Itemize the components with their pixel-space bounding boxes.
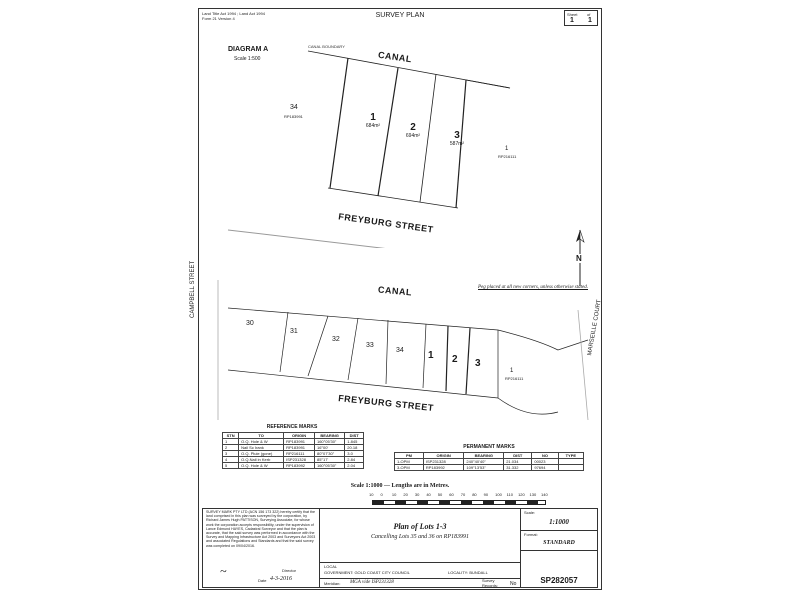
certificate-panel: SURVEY MARK PTY LTD (ACN 156 173 322) he… [202, 508, 320, 588]
certificate-date: 4-3-2016 [270, 576, 292, 582]
locality-lot-34: 34 [396, 347, 404, 354]
plan-cancelling: Cancelling Lots 35 and 36 on RP183991 [371, 534, 469, 540]
plan-format: STANDARD [543, 540, 575, 546]
survey-plan-sheet [198, 8, 602, 590]
scale-tick-label: 40 [426, 492, 431, 497]
legislation-note: Land Title Act 1994 ; Land Act 1994 Form… [202, 11, 265, 21]
campbell-street-label: CAMPBELL STREET [190, 260, 196, 318]
neighbour-lot: 34 [290, 104, 298, 111]
scale-tick-label: 70 [460, 492, 466, 497]
scale-tick-label: 20 [403, 492, 408, 497]
locality-lot-30: 30 [246, 320, 254, 327]
plan-info: Plan of Lots 1-3 Cancelling Lots 35 and … [322, 522, 518, 540]
north-label: N [576, 254, 582, 263]
locality-plan-drawing [217, 280, 589, 421]
survey-records-label: Survey Records: [482, 578, 499, 588]
scale-tick-label: 80 [472, 492, 477, 497]
plan-info-divider [320, 562, 520, 563]
reference-marks-title: REFERENCE MARKS [266, 424, 318, 430]
locality-lot-33: 33 [366, 342, 374, 349]
locality-lot-2: 2 [452, 354, 458, 365]
scale-divider [521, 530, 597, 531]
diagram-lot-3: 3 587m² [449, 130, 465, 147]
scale-tick-label: 140 [541, 492, 548, 497]
locality-right-plan: RP216111 [505, 376, 524, 381]
locality-lot-1: 1 [428, 350, 434, 361]
meridian: MGA vide ISP231328 [350, 580, 394, 585]
local-label: LOCAL [324, 564, 338, 569]
neighbour-plan: RP183991 [284, 114, 303, 119]
director-label: Director [282, 568, 297, 573]
locality-lot-32: 32 [332, 336, 340, 343]
certificate-text: SURVEY MARK PTY LTD (ACN 156 173 322) he… [206, 510, 316, 548]
diagram-lot-2: 2 694m² [405, 122, 421, 139]
survey-records: No [510, 581, 517, 587]
locality-lot-31: 31 [290, 328, 298, 335]
scale-tick-label: 90 [483, 492, 489, 497]
title-block [202, 508, 598, 588]
plan-number-panel: Scale: 1:1000 Format: STANDARD SP282057 [520, 508, 598, 588]
format-divider [521, 550, 597, 551]
plan-number: SP282057 [540, 576, 578, 585]
locality: LOCALITY: BUNDALL [448, 570, 488, 575]
meridian-divider [320, 578, 520, 579]
permanent-marks-title: PERMANENT MARKS [463, 444, 515, 450]
scale-tick-label: 120 [518, 492, 525, 497]
sheet-number-box: Sheet of 1 1 [564, 10, 598, 26]
government: GOVERNMENT: GOLD COAST CITY COUNCIL [324, 570, 410, 575]
diagram-lot-1: 1 684m² [365, 112, 381, 129]
plan-title: SURVEY PLAN [375, 12, 425, 19]
scale-tick-label: 0 [380, 492, 383, 497]
date-label: Date [258, 578, 267, 583]
scale-tick-label: 130 [529, 492, 537, 497]
scale-tick-label: 110 [506, 492, 513, 497]
diagram-title: DIAGRAM A [228, 46, 269, 53]
right-plan: RP216111 [498, 154, 517, 159]
locality-lot-3: 3 [475, 358, 481, 369]
meridian-label: Meridian: [324, 581, 341, 586]
scale-label: Scale 1:1000 — Lengths are in Metres. [350, 483, 450, 489]
plan-lots-title: Plan of Lots 1-3 [393, 522, 447, 531]
scale-bar-graphic [372, 500, 546, 505]
scale-tick-label: 60 [449, 492, 454, 497]
right-lot: 1 [505, 146, 509, 152]
sheet-total: 1 [588, 17, 592, 24]
scale-tick-label: 30 [414, 492, 420, 497]
scale-tick-label: 10 [391, 492, 397, 497]
scale-tick-label: 50 [437, 492, 443, 497]
diagram-a-drawing: CANAL BOUNDARY [227, 44, 511, 248]
locality-right-lot: 1 [510, 368, 514, 374]
diagram-scale: Scale 1:500 [234, 56, 261, 62]
plan-scale: 1:1000 [549, 518, 569, 526]
sheet-no: 1 [570, 17, 574, 24]
svg-text:CANAL BOUNDARY: CANAL BOUNDARY [308, 44, 345, 49]
scale-tick-label: 10 [369, 492, 374, 497]
peg-note: Peg placed at all new corners, unless ot… [478, 285, 588, 290]
signature: ~ [220, 564, 227, 578]
scale-tick-label: 100 [495, 492, 502, 497]
